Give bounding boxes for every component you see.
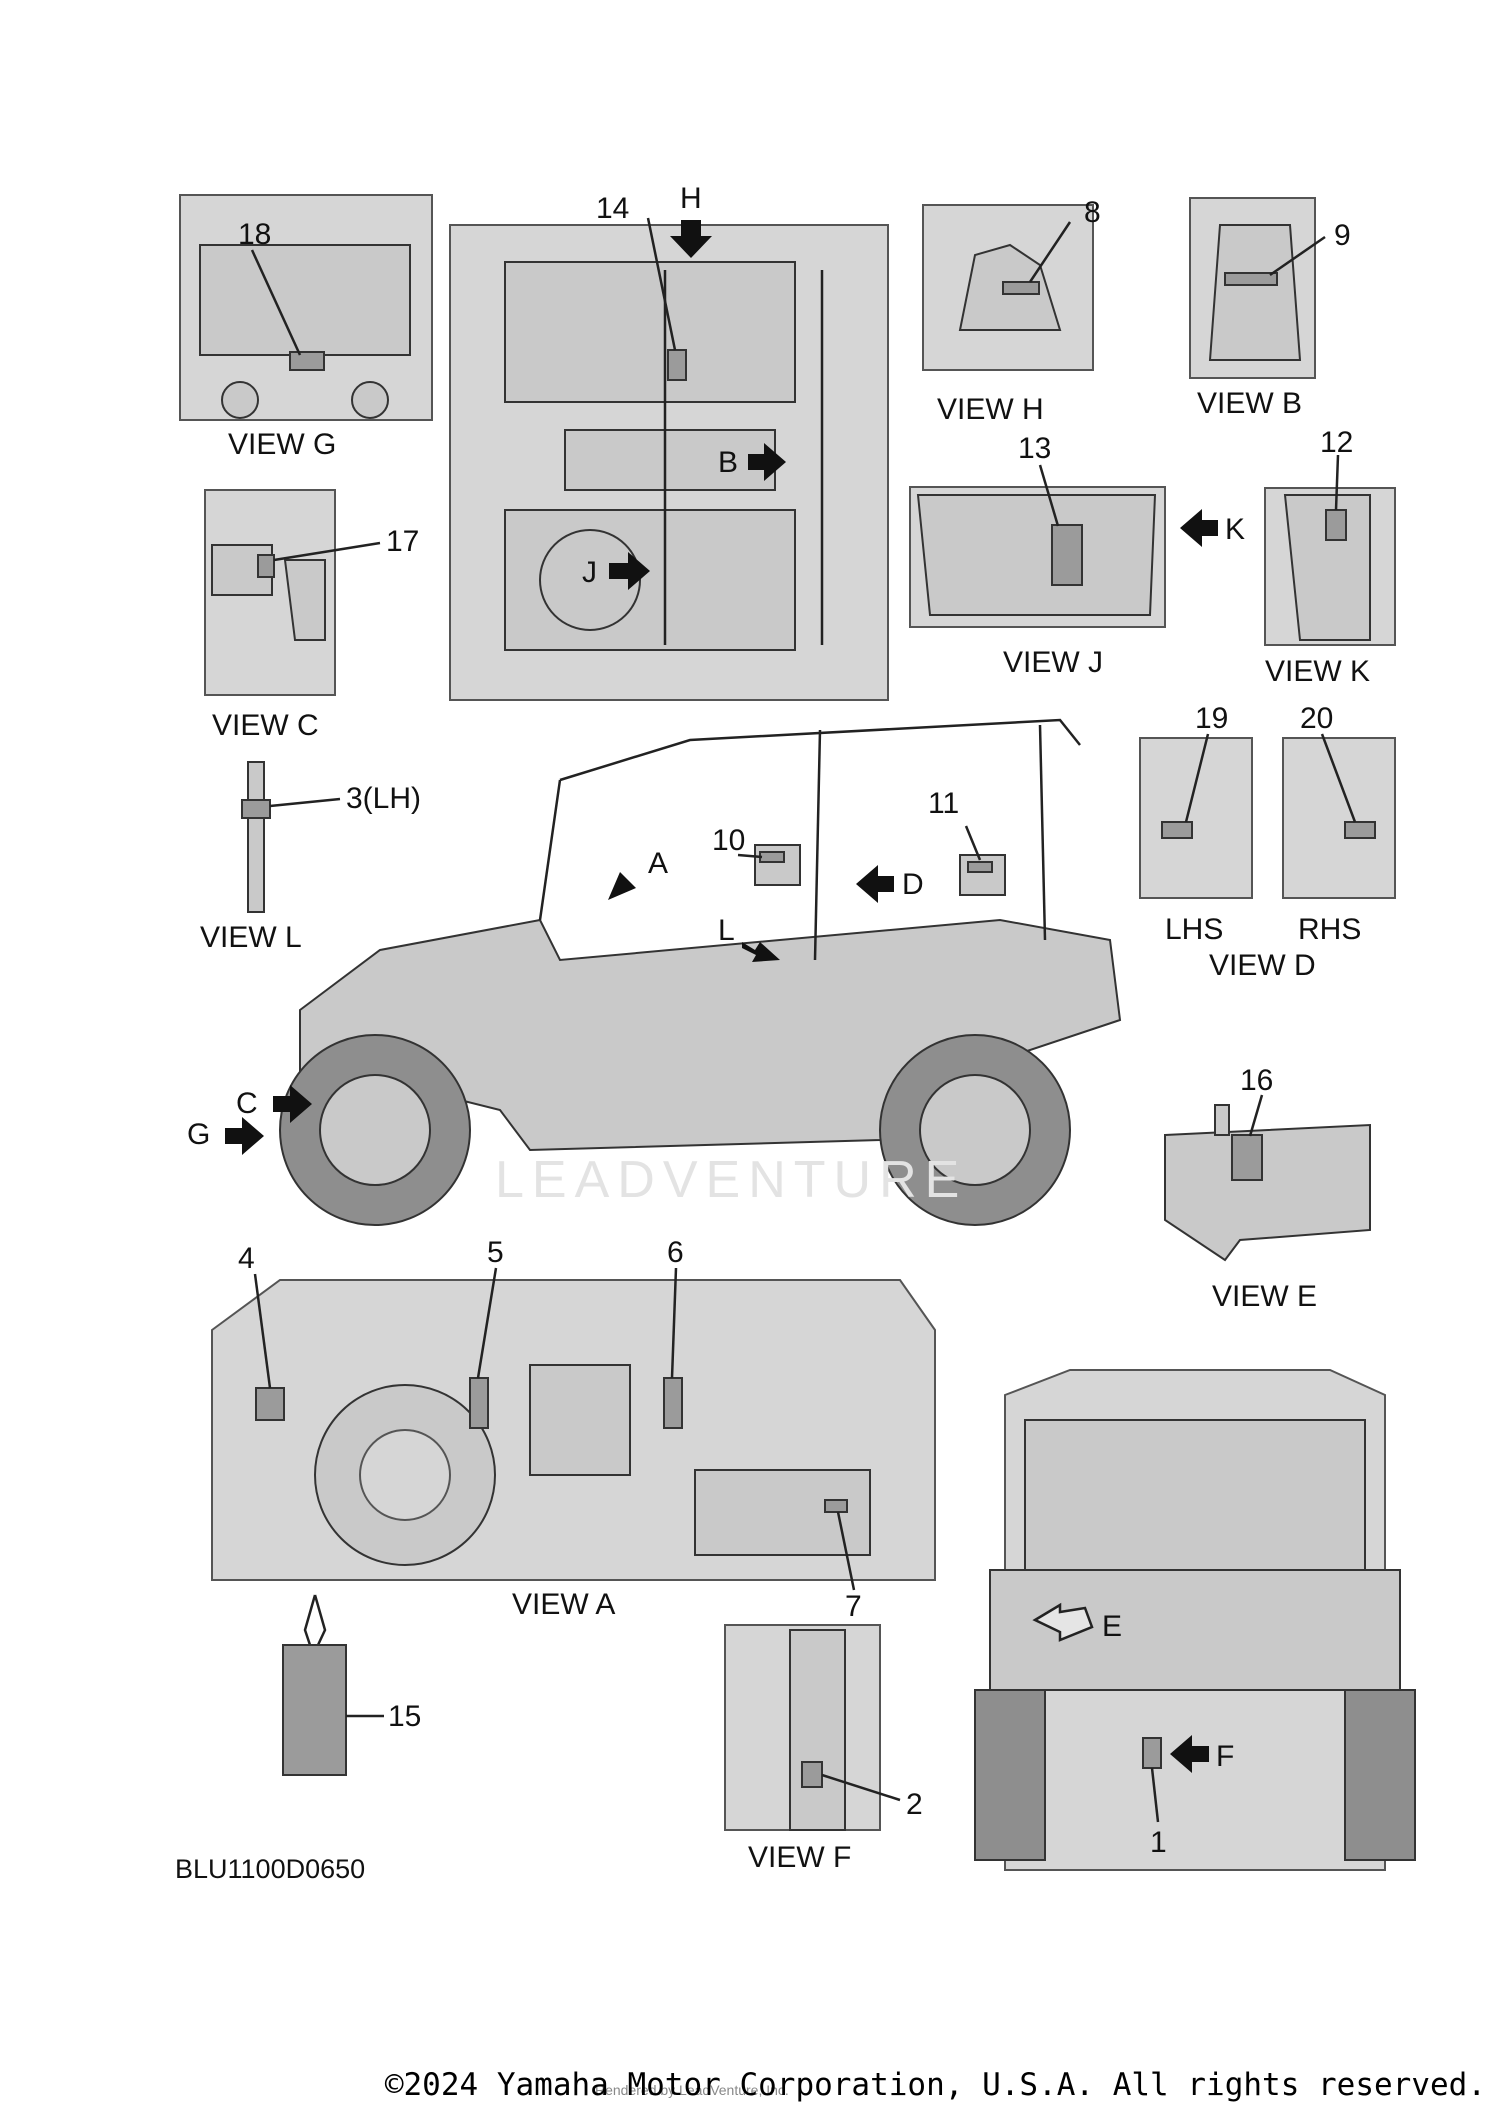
view-d-label: VIEW D (1209, 949, 1316, 982)
view-l-label: VIEW L (200, 921, 302, 954)
callout-7: 7 (845, 1590, 862, 1623)
label-16-box (1231, 1134, 1263, 1181)
arrow-k-icon (1180, 509, 1218, 547)
callout-14: 14 (596, 192, 629, 225)
callout-11: 11 (928, 787, 959, 820)
vehicle-side-view (279, 718, 1122, 1226)
arrow-letter-h: H (680, 182, 702, 215)
label-11-box (967, 861, 993, 873)
view-g-panel (179, 194, 433, 421)
callout-17: 17 (386, 525, 419, 558)
callout-20: 20 (1300, 702, 1333, 735)
view-f-label: VIEW F (748, 1841, 851, 1874)
view-h-label: VIEW H (937, 393, 1044, 426)
watermark: LEADVENTURE (495, 1151, 968, 1209)
label-4-box (255, 1387, 285, 1421)
view-d-rhs-label: RHS (1298, 913, 1361, 946)
view-a-panel (211, 1267, 936, 1591)
callout-8: 8 (1084, 196, 1101, 229)
label-3-box (241, 799, 271, 819)
label-8-box (1002, 281, 1040, 295)
callout-3: 3(LH) (346, 782, 421, 815)
arrow-letter-g: G (187, 1118, 210, 1151)
arrow-b-icon (748, 443, 786, 481)
callout-12: 12 (1320, 426, 1353, 459)
view-d-panel (1139, 733, 1396, 899)
arrow-letter-j: J (582, 556, 597, 589)
arrow-h-icon (670, 220, 712, 258)
callout-15: 15 (388, 1700, 421, 1733)
label-17-box (257, 554, 275, 578)
view-d-lhs-label: LHS (1165, 913, 1223, 946)
view-f-panel (724, 1624, 901, 1831)
copyright-footer: ©2024 Yamaha Motor Corporation, U.S.A. A… (384, 2067, 1486, 2103)
arrow-c-icon (273, 1085, 312, 1123)
arrow-letter-k: K (1225, 513, 1245, 546)
label-12-box (1325, 509, 1347, 541)
callout-9: 9 (1334, 219, 1351, 252)
view-k-panel (1264, 454, 1396, 646)
diagram-code: BLU1100D0650 (175, 1854, 365, 1884)
callout-6: 6 (667, 1236, 684, 1269)
label-13-box (1051, 524, 1083, 586)
view-c-panel (204, 489, 381, 696)
callout-5: 5 (487, 1236, 504, 1269)
label-5-box (469, 1377, 489, 1429)
arrow-letter-b: B (718, 446, 738, 479)
arrow-f-icon (1170, 1735, 1209, 1773)
arrow-d-icon (856, 865, 894, 903)
view-e-panel (1164, 1094, 1371, 1262)
rear-view-panel (974, 1369, 1416, 1871)
underside-view-panel (449, 217, 889, 701)
view-k-label: VIEW K (1265, 655, 1370, 688)
callout-19: 19 (1195, 702, 1228, 735)
arrow-a-icon (608, 868, 640, 900)
view-e-label: VIEW E (1212, 1280, 1317, 1313)
arrow-letter-l: L (718, 914, 735, 947)
view-h-panel (922, 204, 1094, 371)
label-7-box (824, 1499, 848, 1513)
label-19-box (1161, 821, 1193, 839)
arrow-letter-a: A (648, 847, 668, 880)
arrow-j-icon (609, 552, 650, 590)
view-l-panel (241, 761, 341, 913)
callout-4: 4 (238, 1242, 255, 1275)
callout-2: 2 (906, 1788, 923, 1821)
label-9-box (1224, 272, 1278, 286)
view-c-label: VIEW C (212, 709, 319, 742)
view-b-panel (1189, 197, 1326, 379)
view-j-panel (909, 464, 1166, 628)
label-2-box (801, 1761, 823, 1788)
callout-18: 18 (238, 218, 271, 251)
label-1-box (1142, 1737, 1162, 1769)
view-b-label: VIEW B (1197, 387, 1302, 420)
view-g-label: VIEW G (228, 428, 336, 461)
arrow-g-icon (225, 1117, 264, 1155)
arrow-letter-c: C (236, 1087, 258, 1120)
label-10-box (759, 851, 785, 863)
label-6-box (663, 1377, 683, 1429)
arrow-l-icon (742, 942, 780, 962)
callout-1: 1 (1150, 1826, 1167, 1859)
view-a-label: VIEW A (512, 1588, 615, 1621)
render-note: Rendered by LeadVenture, Inc. (595, 2082, 789, 2098)
callout-10: 10 (712, 824, 745, 857)
arrow-letter-f: F (1216, 1740, 1234, 1773)
label-14-box (667, 349, 687, 381)
callout-13: 13 (1018, 432, 1051, 465)
callout-16: 16 (1240, 1064, 1273, 1097)
label-18-box (289, 351, 325, 371)
label-20-box (1344, 821, 1376, 839)
arrow-letter-d: D (902, 868, 924, 901)
arrow-e-icon (1032, 1602, 1094, 1642)
arrow-letter-e: E (1102, 1610, 1122, 1643)
hang-tag-15 (282, 1594, 384, 1776)
view-j-label: VIEW J (1003, 646, 1103, 679)
